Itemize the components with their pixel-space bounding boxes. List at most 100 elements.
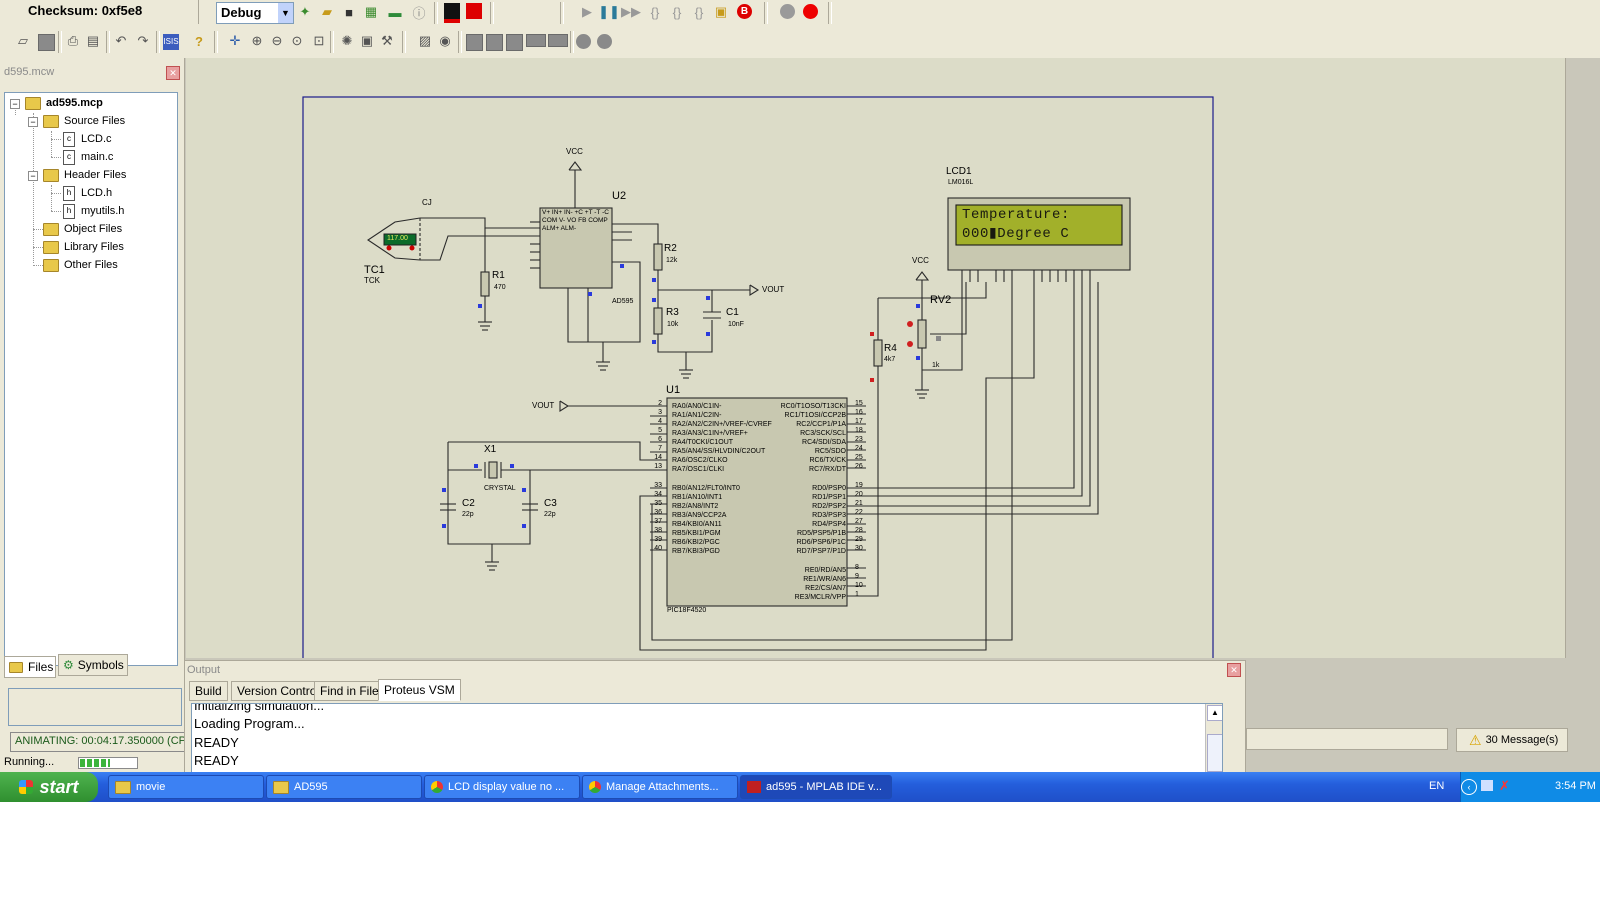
status-field [1246,728,1448,750]
taskbar-item-mplab[interactable]: ad595 - MPLAB IDE v... [740,775,892,799]
open-icon[interactable]: ▰ [322,4,332,19]
component-icon[interactable]: ✺ [341,33,353,48]
output-line: READY [194,753,239,768]
taskbar-item-ad595[interactable]: AD595 [266,775,422,799]
build-config-select[interactable]: Debug ▼ [216,2,294,24]
tab-build[interactable]: Build [189,681,228,701]
stop-icon[interactable] [780,4,795,19]
zoom-area-icon[interactable]: ⊡ [313,33,325,48]
tool-block-icon-4[interactable] [526,34,546,47]
view-icon[interactable]: ◉ [439,33,451,48]
new-project-icon[interactable]: ✦ [299,4,311,19]
reset-icon[interactable]: ▣ [714,4,728,19]
red-pin-markers [870,321,913,382]
chevron-down-icon[interactable]: ▼ [278,3,293,23]
running-label: Running... [4,756,55,768]
program-device-icon[interactable] [466,3,482,19]
tool-block-icon-1[interactable] [466,34,483,51]
print-icon[interactable]: ⎙ [67,33,79,48]
record-icon[interactable] [803,4,818,19]
network-icon[interactable] [1481,780,1493,791]
folder-icon [43,258,59,272]
pan-icon[interactable]: ✛ [229,33,241,48]
breakpoint-icon[interactable]: B [737,4,752,19]
zoom-out-icon[interactable]: ⊖ [271,33,283,48]
tree-source-files[interactable]: Source Files [43,113,125,129]
netlist-icon[interactable]: ▣ [360,33,374,48]
start-button[interactable]: start [0,772,98,802]
tool-block-icon-3[interactable] [506,34,523,51]
close-icon[interactable]: ✕ [166,66,180,80]
r3-label: R3 [666,307,679,318]
isis-icon[interactable]: ISIS [163,34,179,50]
crystal-label: CRYSTAL [484,485,516,492]
scroll-up-icon[interactable]: ▲ [1207,705,1222,721]
programmer-icon[interactable] [444,3,460,23]
c1-label: C1 [726,307,739,318]
tool-circle-icon-1[interactable] [576,34,591,49]
pic-right-nums-b: 19 20 21 22 27 28 29 30 [855,482,863,552]
animate-icon[interactable]: ▶▶ [621,4,641,19]
close-icon[interactable]: ✕ [1227,663,1241,677]
wire-icon[interactable]: ⚒ [381,33,393,48]
tree-library-files[interactable]: Library Files [43,239,124,255]
output-line: Initializing simulation... [194,703,325,713]
tool-block-icon-2[interactable] [486,34,503,51]
tree-other-files[interactable]: Other Files [43,257,118,273]
taskbar-item-manage-attachments[interactable]: Manage Attachments... [582,775,738,799]
tray-expand-icon[interactable]: ‹ [1461,779,1477,795]
wires [367,161,1131,651]
tab-proteus-vsm[interactable]: Proteus VSM [378,679,461,701]
r3-value: 10k [667,321,679,328]
tck-label: TCK [364,276,380,285]
tree-object-files[interactable]: Object Files [43,221,122,237]
graph-icon[interactable]: ▨ [418,33,432,48]
collapse-header-icon[interactable]: − [28,171,38,181]
step-over-icon[interactable]: {} [672,4,682,20]
tool-block-icon-5[interactable] [548,34,568,47]
collapse-project-icon[interactable]: − [10,99,20,109]
schematic-canvas[interactable]: VCC U2 CJ TC1 TCK 117.00 R1 470 R2 12k R… [186,58,1566,658]
tab-files[interactable]: Files [4,656,56,678]
step-out-icon[interactable]: {} [694,4,704,20]
tree-header-files[interactable]: Header Files [43,167,126,183]
tool-circle-icon-2[interactable] [597,34,612,49]
u2-pin-labels: V+ IN+ IN- +C +T -T -C COM V- VO FB COMP… [542,209,609,232]
undo-icon[interactable]: ↶ [115,33,127,48]
tab-version-control[interactable]: Version Control [231,681,326,701]
redo-icon[interactable]: ↷ [137,33,149,48]
vout-label-2: VOUT [532,401,555,410]
open-file-icon[interactable]: ▱ [18,33,28,48]
taskbar-item-movie[interactable]: movie [108,775,264,799]
tree-project[interactable]: ad595.mcp [25,95,103,111]
tab-symbols[interactable]: ⚙Symbols [58,654,128,676]
run-icon[interactable]: ▶ [582,4,592,19]
watch-panel [8,688,182,726]
step-into-icon[interactable]: {} [650,4,660,20]
save-icon[interactable]: ■ [345,4,353,20]
pic-right-pins-a: RC0/T1OSO/T13CKI RC1/T1OSI/CCP2B RC2/CCP… [780,403,846,473]
page-setup-icon[interactable]: ▤ [86,33,100,48]
language-indicator[interactable]: EN [1429,780,1445,792]
output-scrollbar[interactable]: ▲ [1205,704,1222,772]
make-icon[interactable]: ▬ [388,4,402,20]
x1-label: X1 [484,444,497,455]
collapse-source-icon[interactable]: − [28,117,38,127]
help-icon[interactable]: ? [195,33,203,49]
zoom-all-icon[interactable]: ⊙ [291,33,303,48]
build-icon[interactable]: ▦ [364,4,378,19]
pause-icon[interactable]: ❚❚ [598,4,620,19]
security-alert-icon[interactable]: ✗ [1499,778,1510,793]
zoom-in-icon[interactable]: ⊕ [251,33,263,48]
taskbar-item-lcd-display[interactable]: LCD display value no ... [424,775,580,799]
messages-indicator[interactable]: ⚠ 30 Message(s) [1456,728,1568,752]
scroll-thumb[interactable] [1207,734,1222,772]
info-icon[interactable]: ⓘ [412,5,426,21]
top-toolbar: Checksum: 0xf5e8 Debug ▼ ✦ ▰ ■ ▦ ▬ ⓘ ▶ ❚… [0,0,1600,27]
close-file-icon[interactable] [38,34,55,51]
